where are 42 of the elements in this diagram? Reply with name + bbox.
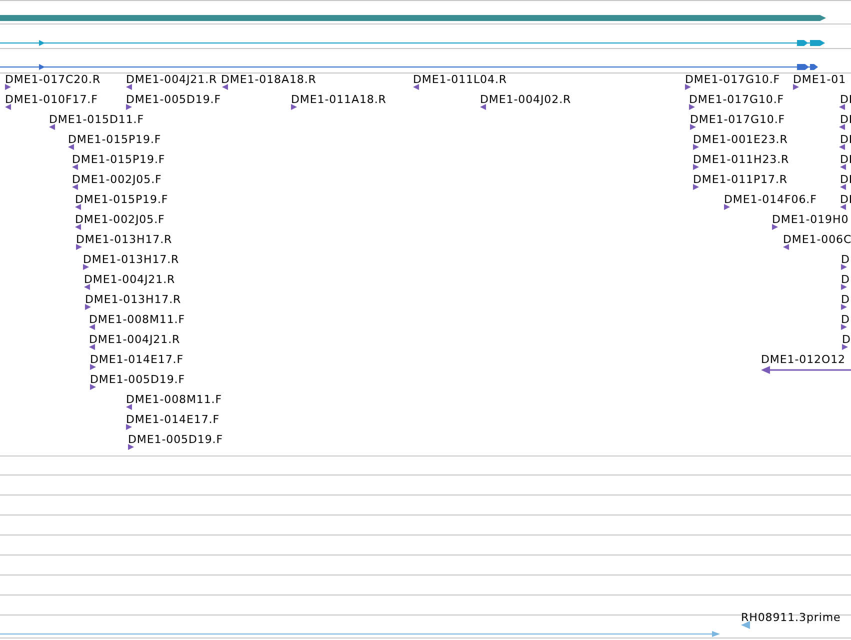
feature-label: DME1-015D11.F [49, 113, 144, 126]
feature-label: DME1-015P19.F [68, 133, 162, 146]
feature-label: DME1-015P19.F [75, 193, 168, 206]
feature-label: DME1-012O12 [761, 353, 846, 366]
feature-label: DME1-008M11.F [89, 313, 186, 326]
feature-label: DME1-011P17.R [693, 173, 788, 186]
feature-label: DME1-005D19.F [126, 93, 222, 106]
feature-label: DME1-011L04.R [413, 73, 507, 86]
feature-label: DME1-014F06.F [724, 193, 817, 206]
feature-label: DME1-002J05.F [75, 213, 165, 226]
feature-label: DME1-011H23.R [693, 153, 790, 166]
feature-label: DME1-017G10.F [689, 93, 784, 106]
feature-label: D [841, 313, 850, 326]
feature-label: DME1-014E17.F [126, 413, 220, 426]
feature-label: DME1-017C20.R [5, 73, 101, 86]
feature-label: D [841, 253, 850, 266]
feature-label: DME1-001E23.R [693, 133, 788, 146]
feature-label: DME1-015P19.F [72, 153, 166, 166]
feature-label: DME1-006C [783, 233, 851, 246]
feature-label: DME1-004J21.R [126, 73, 218, 86]
feature-label: D [842, 333, 851, 346]
feature-label: DME1-013H17.R [85, 293, 182, 306]
feature-label: RH08911.3prime [741, 611, 841, 624]
feature-label: DME1-017G10.F [685, 73, 780, 86]
feature-label: DME1-010F17.F [5, 93, 98, 106]
feature-label: DME1-008M11.F [126, 393, 222, 406]
feature-label: DME1-018A18.R [221, 73, 316, 86]
feature-label: DME1-005D19.F [128, 433, 224, 446]
feature-label: DME1-013H17.R [76, 233, 172, 246]
feature-label: DME1-002J05.F [72, 173, 162, 186]
feature-label: DME1-014E17.F [90, 353, 184, 366]
feature-label: DME1-019H0 [772, 213, 849, 226]
feature-label: D [841, 273, 850, 286]
feature-label: DME1-013H17.R [83, 253, 180, 266]
feature-label: DME1-017G10.F [690, 113, 786, 126]
feature-label: DME1-004J21.R [84, 273, 176, 286]
feature-label: D [841, 293, 850, 306]
feature-label: DME1-01 [793, 73, 846, 86]
feature-label: DME1-005D19.F [90, 373, 186, 386]
feature-label: DME1-004J02.R [480, 93, 572, 106]
feature-label: DME1-011A18.R [291, 93, 386, 106]
feature-label: DME1-004J21.R [89, 333, 180, 346]
